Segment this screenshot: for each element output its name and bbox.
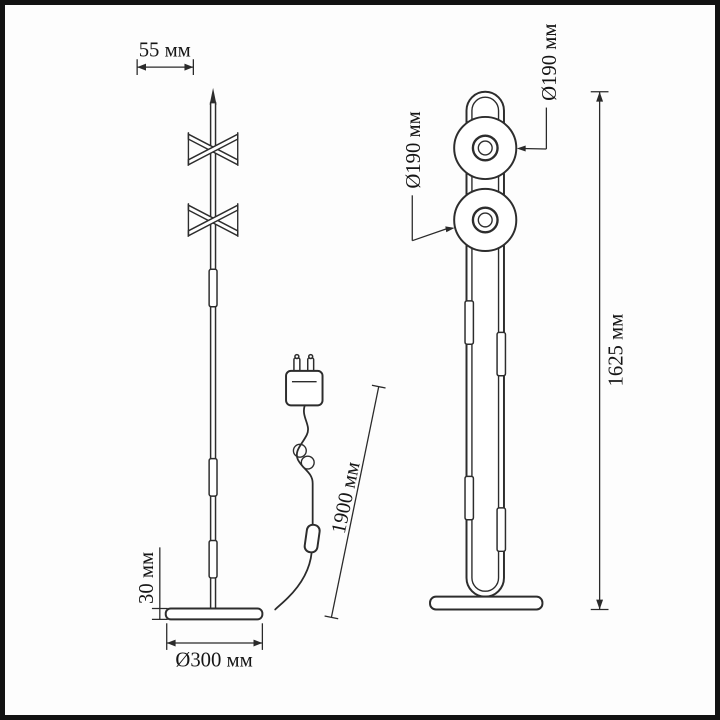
dim-label-total-height: 1625 мм [605, 314, 627, 387]
front-base-plate [429, 595, 544, 611]
side-disc-bottom [187, 203, 239, 237]
dim-base-diameter: Ø300 мм [166, 623, 264, 672]
pole-sleeve [208, 539, 218, 579]
dim-cable-length: 1900 мм [324, 384, 386, 620]
dim-label-base-height: 30 мм [136, 552, 158, 604]
dim-label-head-width: 55 мм [139, 39, 191, 61]
front-disc-top [453, 115, 518, 181]
side-base-plate [164, 607, 264, 621]
inline-switch [303, 523, 321, 554]
dim-label-disc-top-diameter: Ø190 мм [539, 24, 561, 101]
pole-sleeve [208, 457, 218, 497]
dim-disc-bottom-diameter: Ø190 мм [403, 111, 455, 242]
dim-total-height: 1625 мм [590, 91, 627, 611]
pole-sleeve [208, 268, 218, 308]
plug-prong [306, 357, 315, 373]
dim-disc-top-diameter: Ø190 мм [516, 24, 561, 152]
front-view: Ø190 мм Ø190 мм 1625 мм [403, 24, 627, 611]
side-view: 55 мм 30 мм Ø300 мм [136, 39, 386, 672]
dimension-drawing: 55 мм 30 мм Ø300 мм [136, 24, 627, 672]
front-disc-bottom [453, 187, 518, 253]
front-sleeves [464, 300, 507, 553]
plug-prong [293, 357, 301, 373]
power-cable [274, 404, 315, 611]
side-disc-top [187, 132, 239, 166]
power-adapter [285, 353, 324, 407]
side-pole [208, 87, 218, 610]
dim-label-disc-bottom-diameter: Ø190 мм [403, 111, 425, 188]
dim-base-height: 30 мм [136, 547, 168, 620]
dim-label-base-diameter: Ø300 мм [175, 650, 252, 672]
dim-label-cable-length: 1900 мм [328, 460, 365, 536]
dim-head-width: 55 мм [136, 39, 194, 76]
